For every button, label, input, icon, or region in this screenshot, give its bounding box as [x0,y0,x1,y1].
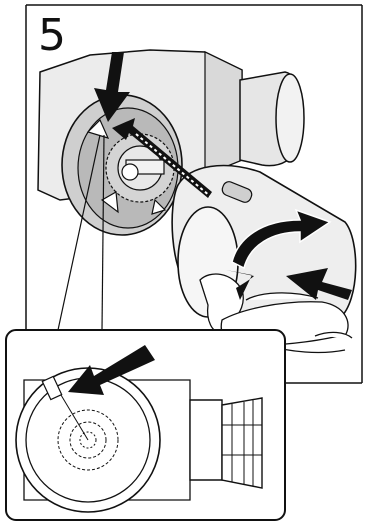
step-number: 5 [38,14,66,58]
valve-face [62,95,182,235]
